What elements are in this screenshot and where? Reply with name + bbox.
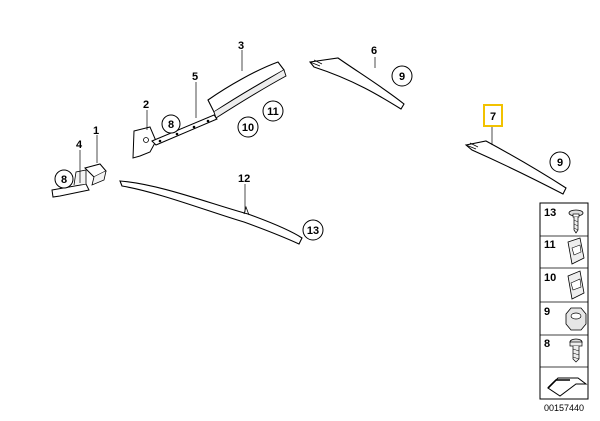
ref-circle-10 <box>237 116 259 138</box>
ref-11: 11 <box>267 106 279 118</box>
ref-circle-9a <box>391 65 413 87</box>
ref-13: 13 <box>307 225 319 237</box>
ref-circle-11 <box>262 100 284 122</box>
part-7-trim[interactable] <box>464 140 567 195</box>
highlight-box-7[interactable] <box>483 104 503 127</box>
part-3-trim-panel[interactable] <box>207 61 287 119</box>
screw-washer-icon <box>568 209 584 234</box>
legend-num-13: 13 <box>544 207 556 219</box>
legend-num-9: 9 <box>544 306 550 318</box>
part-2-bracket[interactable] <box>132 126 157 159</box>
legend: 13 11 10 9 8 <box>539 202 589 400</box>
ref-9a: 9 <box>399 71 405 83</box>
clip-icon-11 <box>567 237 585 265</box>
callout-6: 6 <box>371 45 377 57</box>
part-1-cap[interactable] <box>84 163 107 186</box>
legend-num-8: 8 <box>544 338 550 350</box>
part-12-sill-strip[interactable] <box>119 180 303 245</box>
ref-circle-8b <box>161 114 181 134</box>
callout-12: 12 <box>238 173 250 185</box>
legend-num-10: 10 <box>544 272 556 284</box>
part-5-strip[interactable] <box>151 114 218 146</box>
diagram-number: 00157440 <box>544 403 584 413</box>
direction-arrow-icon <box>547 377 588 397</box>
ref-circle-9b <box>549 151 571 173</box>
screw-icon <box>569 338 583 363</box>
ref-circle-8a <box>54 169 74 189</box>
ref-8a: 8 <box>61 174 67 186</box>
nut-icon <box>565 307 587 331</box>
callout-5: 5 <box>192 71 198 83</box>
clip-icon-10 <box>567 270 585 300</box>
ref-10: 10 <box>242 122 254 134</box>
part-6-trim[interactable] <box>308 57 405 110</box>
callout-2: 2 <box>143 99 149 111</box>
ref-9b: 9 <box>557 157 563 169</box>
callout-7: 7 <box>490 111 496 123</box>
ref-8b: 8 <box>168 119 174 131</box>
ref-circle-13 <box>302 219 324 241</box>
legend-num-11: 11 <box>544 239 556 251</box>
callout-4: 4 <box>76 139 83 151</box>
callout-3: 3 <box>238 40 244 52</box>
callout-1: 1 <box>93 125 99 137</box>
